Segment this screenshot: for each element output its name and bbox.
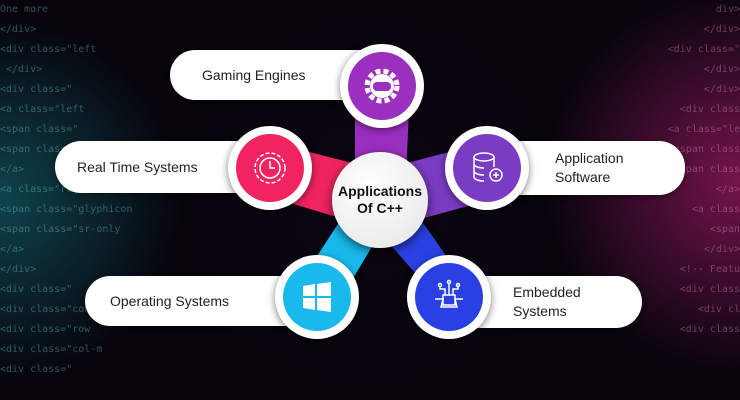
center-title-line1: Applications [337, 183, 422, 199]
code-background-right: div> </div> <div class=" </div> </div> <… [667, 4, 740, 335]
gamepad-gear-icon [340, 44, 424, 128]
label-text: Gaming Engines [202, 67, 306, 83]
label-text: Application Software [555, 150, 624, 185]
center-title-line2: Of C++ [357, 200, 403, 216]
database-plus-icon [445, 126, 529, 210]
label-text: Embedded Systems [513, 284, 581, 319]
chip-gear-icon [407, 255, 491, 339]
windows-icon [275, 255, 359, 339]
label-text: Operating Systems [110, 293, 230, 309]
label-text: Real Time Systems [77, 159, 198, 175]
clock-gear-icon [228, 126, 312, 210]
